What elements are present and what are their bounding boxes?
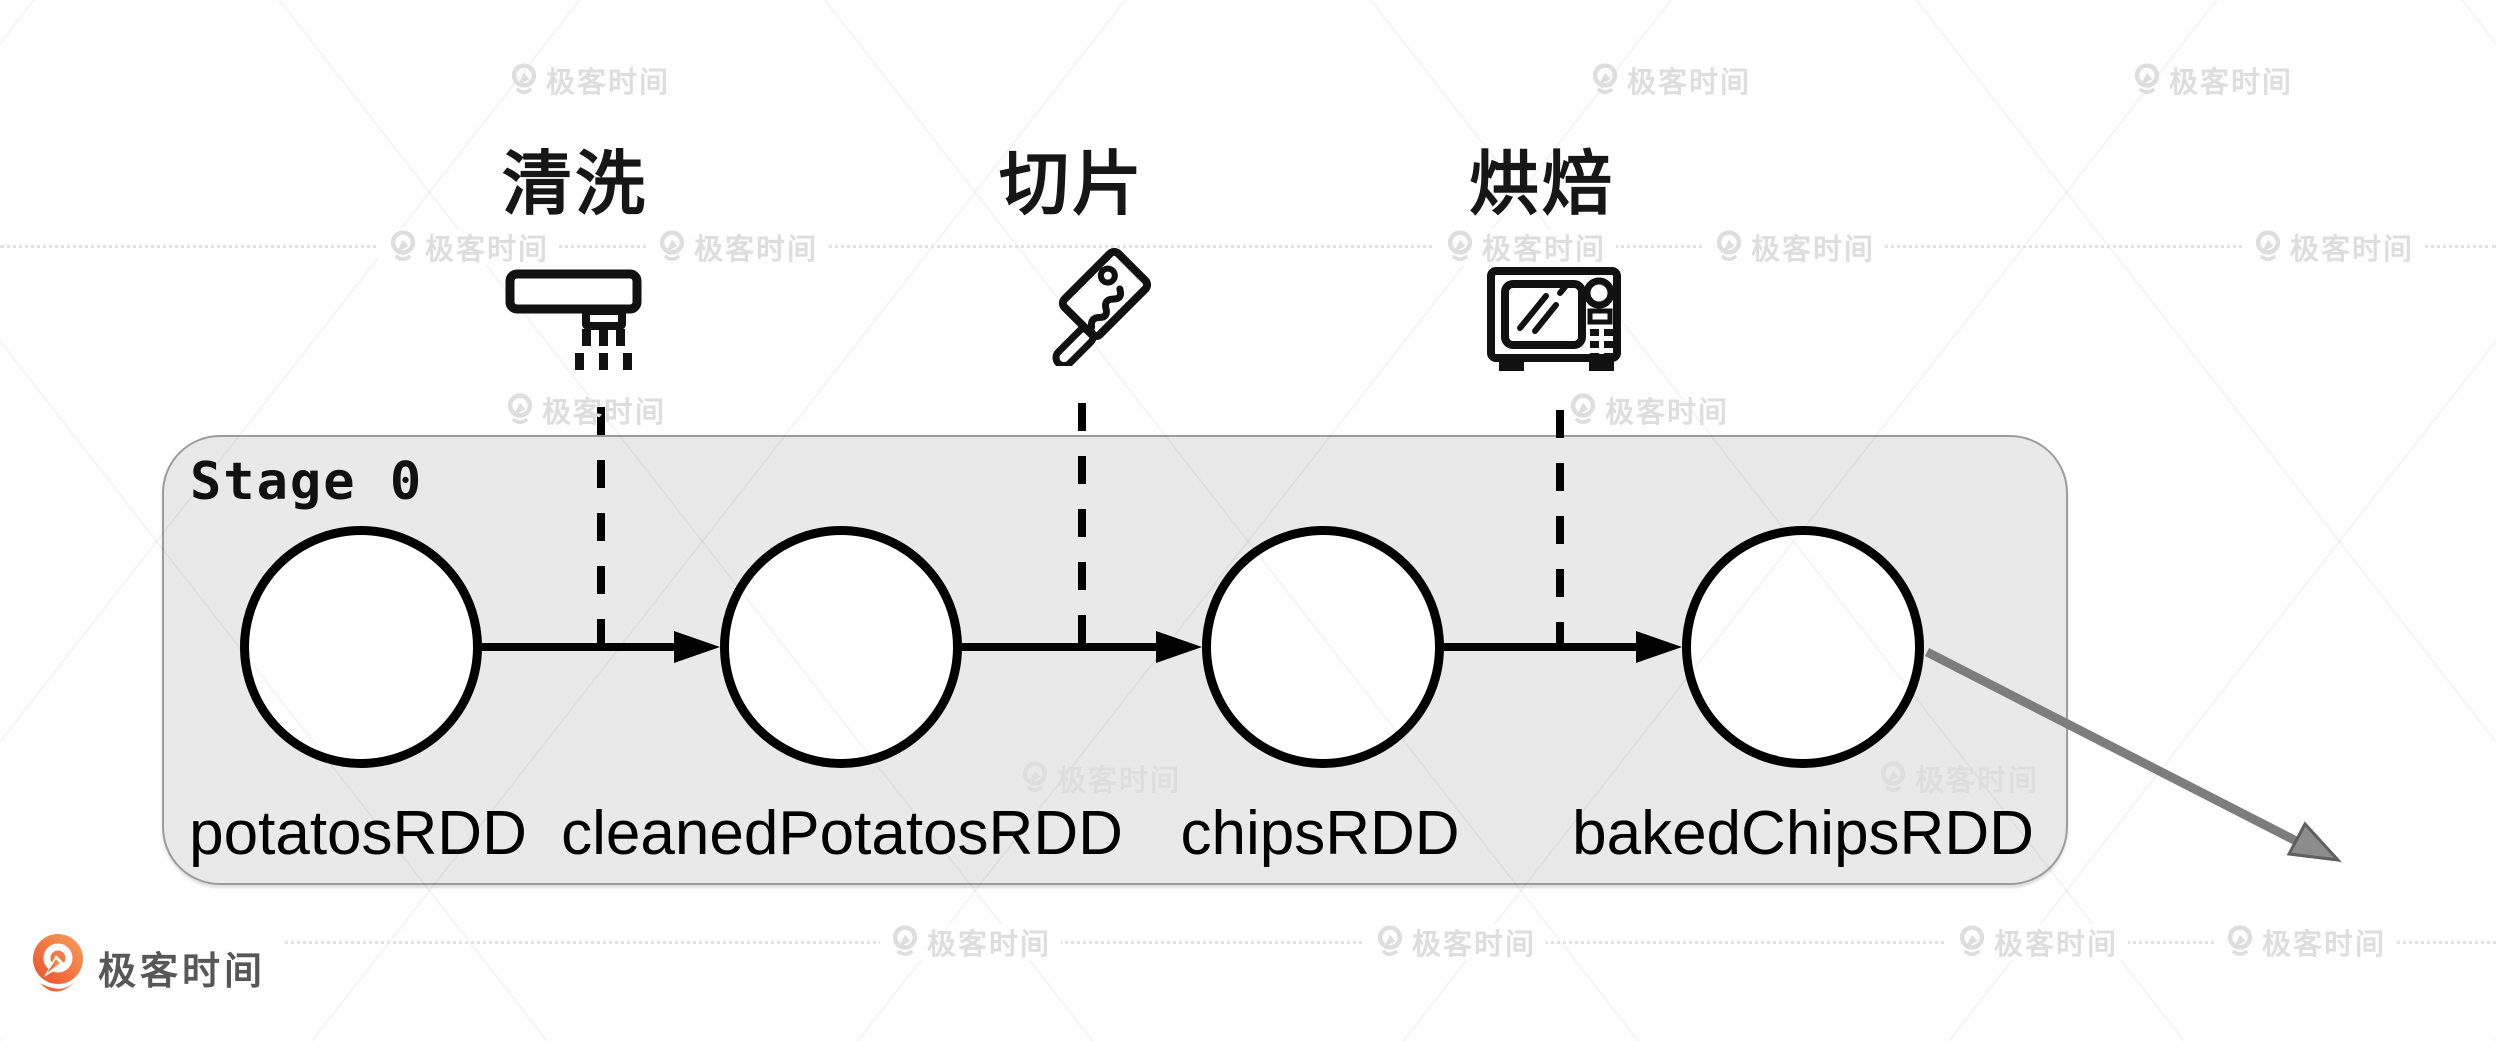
watermark-text: 极客时间 bbox=[1482, 234, 1607, 266]
watermark: 极客时间 bbox=[2215, 924, 2397, 961]
watermark-pin-icon bbox=[2255, 230, 2281, 261]
watermark: 极客时间 bbox=[505, 392, 667, 429]
watermark-text: 极客时间 bbox=[1605, 397, 1730, 429]
watermark: 极客时间 bbox=[1435, 229, 1617, 266]
watermark-pin-icon bbox=[1377, 925, 1403, 956]
watermark-text: 极客时间 bbox=[1751, 234, 1876, 266]
rdd-label-cleanedpotatos: cleanedPotatosRDD bbox=[561, 799, 1123, 868]
watermark-text: 极客时间 bbox=[2262, 929, 2387, 961]
watermark-pin-icon bbox=[1570, 393, 1596, 424]
watermark: 极客时间 bbox=[647, 229, 829, 266]
watermark-pin-icon bbox=[1716, 230, 1742, 261]
watermark: 极客时间 bbox=[1947, 924, 2129, 961]
watermark: 极客时间 bbox=[2132, 62, 2294, 99]
watermark-text: 极客时间 bbox=[2169, 67, 2294, 99]
watermark-text: 极客时间 bbox=[1412, 929, 1537, 961]
brand-logo: 极客时间 bbox=[32, 933, 266, 1001]
watermark: 极客时间 bbox=[1590, 62, 1752, 99]
op-label-slice: 切片 bbox=[999, 145, 1145, 223]
watermark-pin-icon bbox=[390, 230, 416, 261]
watermark-text: 极客时间 bbox=[1994, 929, 2119, 961]
watermark-dotted-line-top bbox=[0, 245, 2496, 248]
watermark: 极客时间 bbox=[1568, 392, 1730, 429]
watermark: 极客时间 bbox=[2243, 229, 2425, 266]
rdd-circle-cleanedpotatos bbox=[720, 526, 962, 768]
rdd-circle-bakedchips bbox=[1682, 526, 1924, 768]
watermark-pin-icon bbox=[1592, 63, 1618, 94]
watermark: 极客时间 bbox=[378, 229, 560, 266]
brand-logo-text: 极客时间 bbox=[98, 950, 267, 993]
watermark-pin-icon bbox=[2227, 925, 2253, 956]
shower-icon bbox=[505, 269, 642, 370]
watermark-pin-icon bbox=[511, 63, 537, 94]
watermark-text: 极客时间 bbox=[542, 397, 667, 429]
watermark: 极客时间 bbox=[1365, 924, 1547, 961]
watermark-text: 极客时间 bbox=[425, 234, 550, 266]
watermark-pin-icon bbox=[1447, 230, 1473, 261]
watermark-pin-icon bbox=[659, 230, 685, 261]
rdd-label-chips: chipsRDD bbox=[1180, 799, 1460, 868]
stage-title: Stage 0 bbox=[190, 452, 424, 512]
watermark: 极客时间 bbox=[1704, 229, 1886, 266]
watermark-text: 极客时间 bbox=[546, 67, 671, 99]
watermark-text: 极客时间 bbox=[2290, 234, 2415, 266]
watermark-pin-icon bbox=[507, 393, 533, 424]
watermark-pin-icon bbox=[1959, 925, 1985, 956]
rdd-label-potatos: potatosRDD bbox=[189, 799, 527, 868]
cleaver-icon bbox=[1052, 247, 1152, 366]
op-label-wash: 清洗 bbox=[502, 145, 648, 223]
rdd-circle-chips bbox=[1202, 526, 1444, 768]
rdd-label-bakedchips: bakedChipsRDD bbox=[1572, 799, 2034, 868]
rdd-circle-potatos bbox=[240, 526, 482, 768]
op-label-bake: 烘焙 bbox=[1469, 145, 1615, 223]
watermark-text: 极客时间 bbox=[694, 234, 819, 266]
oven-icon bbox=[1487, 267, 1621, 371]
geektime-pin-icon bbox=[33, 934, 83, 992]
watermark-pin-icon bbox=[892, 925, 918, 956]
watermark: 极客时间 bbox=[509, 62, 671, 99]
watermark-pin-icon bbox=[2134, 63, 2160, 94]
watermark-dotted-line-bottom bbox=[285, 941, 2496, 944]
watermark: 极客时间 bbox=[880, 924, 1062, 961]
watermark-text: 极客时间 bbox=[927, 929, 1052, 961]
watermark-text: 极客时间 bbox=[1627, 67, 1752, 99]
